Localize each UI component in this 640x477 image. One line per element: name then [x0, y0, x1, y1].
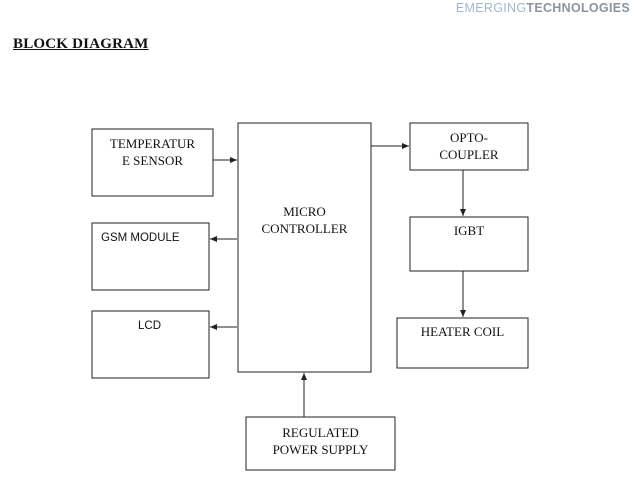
temperature-sensor-line-2: E SENSOR — [121, 153, 184, 168]
temperature-sensor-line-1: TEMPERATUR — [109, 136, 196, 151]
lcd-box — [91, 310, 210, 379]
brand-part-2: TECHNOLOGIES — [526, 1, 630, 15]
power-supply-line-2: POWER SUPPLY — [272, 442, 369, 457]
lcd-label: LCD — [138, 320, 162, 332]
opto-coupler-line-1: OPTO- — [449, 130, 489, 145]
gsm-module-box — [91, 222, 210, 291]
page-title: BLOCK DIAGRAM — [13, 36, 149, 52]
gsm-module-label: GSM MODULE — [101, 232, 180, 244]
power-supply-box — [245, 416, 396, 471]
brand-part-1: EMERGING — [455, 1, 527, 15]
power-supply-line-1: REGULATED — [282, 425, 359, 440]
microcontroller-line-1: MICRO — [283, 204, 326, 219]
opto-coupler-box — [409, 122, 529, 171]
opto-coupler-line-2: COUPLER — [439, 147, 499, 162]
opto-coupler-label: OPTO- COUPLER — [410, 129, 528, 163]
heater-coil-label: HEATER COIL — [420, 324, 505, 339]
microcontroller-line-2: CONTROLLER — [261, 221, 348, 236]
power-supply-label: REGULATED POWER SUPPLY — [246, 424, 395, 458]
temperature-sensor-label: TEMPERATUR E SENSOR — [92, 135, 213, 169]
temperature-sensor-box — [91, 128, 214, 197]
heater-coil-box — [396, 317, 529, 369]
microcontroller-label: MICRO CONTROLLER — [238, 203, 371, 237]
igbt-label: IGBT — [453, 223, 485, 238]
brand-logo: EMERGINGTECHNOLOGIES — [456, 0, 630, 16]
microcontroller-box — [237, 122, 372, 373]
igbt-box — [409, 216, 529, 272]
